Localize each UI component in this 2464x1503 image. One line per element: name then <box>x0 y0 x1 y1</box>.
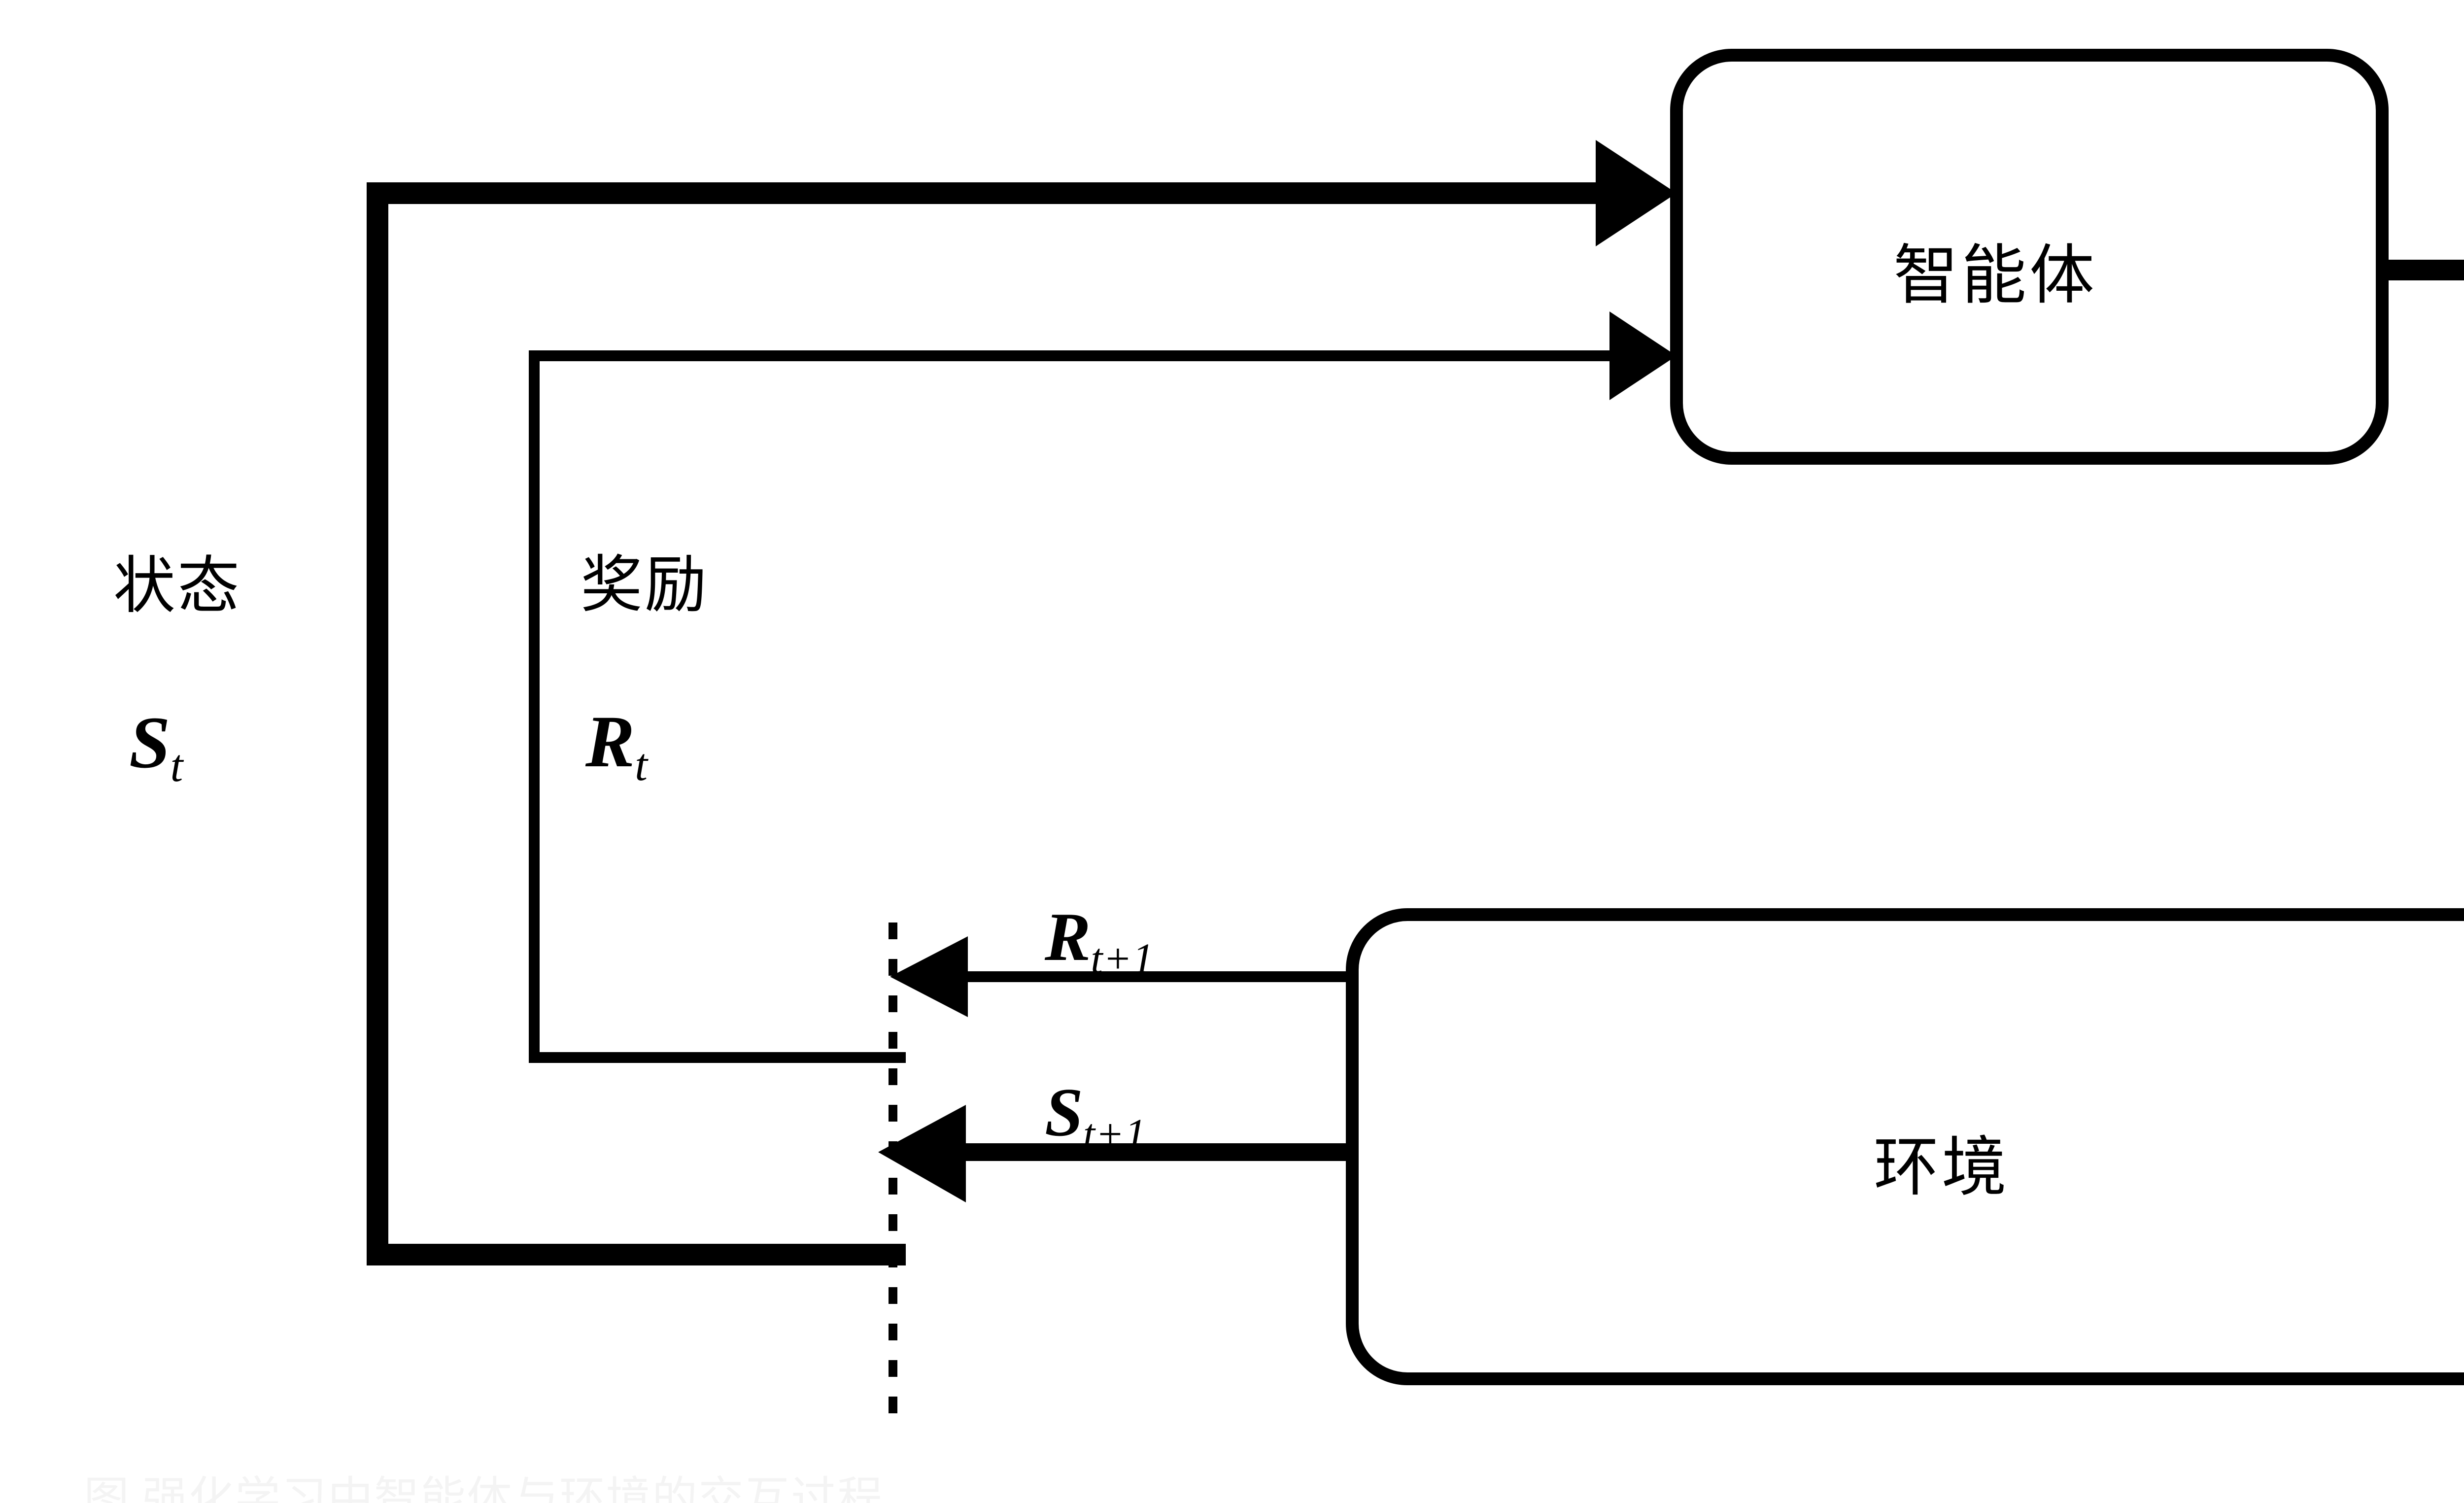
reward-next-symbol: Rt+1 <box>1045 903 1154 980</box>
environment-label: 环境 <box>1874 1131 2010 1204</box>
state-symbol-subscript: t <box>170 740 184 791</box>
state-feedback-path <box>367 140 1677 1265</box>
state-symbol-base: S <box>129 702 171 784</box>
agent-node <box>1670 49 2389 465</box>
reward-next-arrowhead <box>890 936 968 1017</box>
agent-label: 智能体 <box>1893 239 2097 312</box>
reward-feedback-path <box>529 311 1677 1063</box>
agent-box <box>1670 49 2389 465</box>
reward-arrowhead-into-agent <box>1609 311 1677 400</box>
reward-next-edge <box>890 936 1352 1017</box>
state-next-base: S <box>1045 1074 1083 1151</box>
state-next-subscript: t+1 <box>1083 1110 1147 1158</box>
reward-label-cn: 奖励 <box>581 551 709 620</box>
state-arrowhead-into-agent <box>1596 140 1677 246</box>
state-next-edge <box>878 1105 1352 1202</box>
state-symbol: St <box>129 706 183 789</box>
reward-next-base: R <box>1045 899 1091 975</box>
reward-symbol: Rt <box>585 705 648 788</box>
figure-caption: 图 强化学习中智能体与环境的交互过程 <box>84 1462 1759 1503</box>
state-next-arrowhead <box>878 1105 966 1202</box>
state-next-symbol: St+1 <box>1045 1078 1147 1156</box>
reward-next-subscript: t+1 <box>1091 935 1155 983</box>
reward-symbol-subscript: t <box>635 739 648 790</box>
state-label-cn: 状态 <box>113 552 241 621</box>
reward-symbol-base: R <box>585 701 635 783</box>
